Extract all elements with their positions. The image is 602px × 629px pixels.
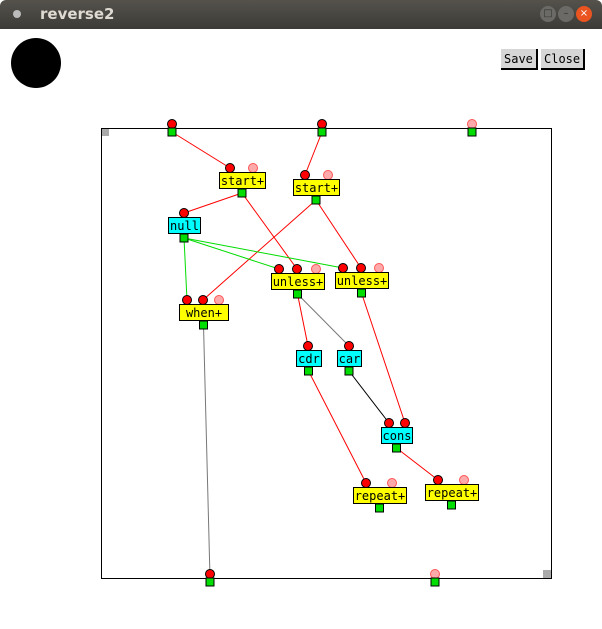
node-label: repeat+ xyxy=(427,486,478,500)
status-indicator xyxy=(11,38,61,88)
optional-input-port[interactable] xyxy=(430,569,440,579)
connection-wire[interactable] xyxy=(315,199,362,269)
input-port[interactable] xyxy=(344,341,354,351)
node-label: unless+ xyxy=(273,275,324,289)
input-port[interactable] xyxy=(205,569,215,579)
input-port[interactable] xyxy=(400,418,410,428)
connection-wire[interactable] xyxy=(171,131,231,169)
node-unless1[interactable]: unless+ xyxy=(271,264,325,299)
node-repeat1[interactable]: repeat+ xyxy=(353,478,407,513)
minimize-icon[interactable]: – xyxy=(558,6,574,22)
output-port[interactable] xyxy=(179,233,189,243)
output-port[interactable] xyxy=(304,366,313,376)
node-label: car xyxy=(339,352,361,366)
input-port[interactable] xyxy=(303,341,313,351)
output-port[interactable] xyxy=(237,188,247,198)
output-port[interactable] xyxy=(392,443,401,453)
input-port[interactable] xyxy=(198,295,208,305)
node-unless2[interactable]: unless+ xyxy=(335,263,389,298)
output-port[interactable] xyxy=(357,288,366,298)
output-port[interactable] xyxy=(205,577,215,587)
output-port[interactable] xyxy=(467,127,477,137)
input-port[interactable] xyxy=(182,295,192,305)
input-port[interactable] xyxy=(274,264,284,274)
output-port[interactable] xyxy=(430,577,440,587)
connection-wire[interactable] xyxy=(348,370,390,424)
frame-handle-bottom-right[interactable] xyxy=(543,570,551,578)
node-start1[interactable]: start+ xyxy=(219,163,266,198)
node-cdr[interactable]: cdr xyxy=(296,341,322,376)
output-port[interactable] xyxy=(293,289,302,299)
connection-wire[interactable] xyxy=(203,324,211,579)
input-port[interactable] xyxy=(167,119,177,129)
app-icon xyxy=(13,10,21,18)
node-label: repeat+ xyxy=(355,489,406,503)
output-port[interactable] xyxy=(199,320,208,330)
window-title: reverse2 xyxy=(40,5,115,23)
optional-input-port[interactable] xyxy=(467,119,477,129)
node-label: null xyxy=(170,219,199,233)
node-repeat2[interactable]: repeat+ xyxy=(425,475,479,510)
connection-wire[interactable] xyxy=(361,292,406,424)
input-port[interactable] xyxy=(292,264,302,274)
input-port[interactable] xyxy=(356,263,366,273)
optional-input-port[interactable] xyxy=(248,163,258,173)
output-port[interactable] xyxy=(344,366,354,376)
connection-wire[interactable] xyxy=(183,237,280,270)
output-port[interactable] xyxy=(447,500,456,510)
connection-wire[interactable] xyxy=(241,192,298,270)
node-label: cons xyxy=(383,429,412,443)
connection-wire[interactable] xyxy=(183,192,243,214)
node-label: start+ xyxy=(295,181,338,195)
optional-input-port[interactable] xyxy=(323,170,333,180)
optional-input-port[interactable] xyxy=(387,478,397,488)
connection-wire[interactable] xyxy=(183,237,188,301)
node-cons[interactable]: cons xyxy=(381,418,413,453)
close-icon[interactable]: × xyxy=(576,6,592,22)
node-car[interactable]: car xyxy=(337,341,362,376)
node-label: start+ xyxy=(221,174,264,188)
maximize-icon[interactable]: □ xyxy=(540,6,556,22)
connection-wire[interactable] xyxy=(308,370,367,484)
output-port[interactable] xyxy=(311,195,321,205)
node-label: when+ xyxy=(186,306,222,320)
input-port[interactable] xyxy=(300,170,310,180)
node-label: cdr xyxy=(298,352,320,366)
input-port[interactable] xyxy=(384,418,394,428)
optional-input-port[interactable] xyxy=(374,263,384,273)
input-port[interactable] xyxy=(433,475,443,485)
optional-input-port[interactable] xyxy=(311,264,321,274)
connection-wire[interactable] xyxy=(396,447,439,481)
input-port[interactable] xyxy=(317,119,327,129)
node-null[interactable]: null xyxy=(168,208,201,243)
node-start2[interactable]: start+ xyxy=(293,170,340,205)
title-bar: reverse2 □ – × xyxy=(0,0,602,29)
save-button[interactable]: Save xyxy=(501,49,538,70)
optional-input-port[interactable] xyxy=(459,475,469,485)
graph-canvas[interactable]: start+ start+ null unless+ unless+ when+ cdr ca… xyxy=(0,29,602,629)
connection-wire[interactable] xyxy=(304,131,323,176)
optional-input-port[interactable] xyxy=(214,295,224,305)
input-port[interactable] xyxy=(225,163,235,173)
output-port[interactable] xyxy=(317,127,327,137)
connection-wire[interactable] xyxy=(297,293,309,347)
input-port[interactable] xyxy=(338,263,348,273)
connection-wire[interactable] xyxy=(297,293,350,347)
close-button[interactable]: Close xyxy=(541,49,586,70)
input-port[interactable] xyxy=(361,478,371,488)
connection-wire[interactable] xyxy=(183,237,344,269)
output-port[interactable] xyxy=(167,127,177,137)
frame-handle-top-left[interactable] xyxy=(102,129,109,136)
node-label: unless+ xyxy=(337,274,388,288)
input-port[interactable] xyxy=(179,208,189,218)
node-when[interactable]: when+ xyxy=(179,295,229,330)
connection-wire[interactable] xyxy=(202,199,317,301)
output-port[interactable] xyxy=(375,503,384,513)
